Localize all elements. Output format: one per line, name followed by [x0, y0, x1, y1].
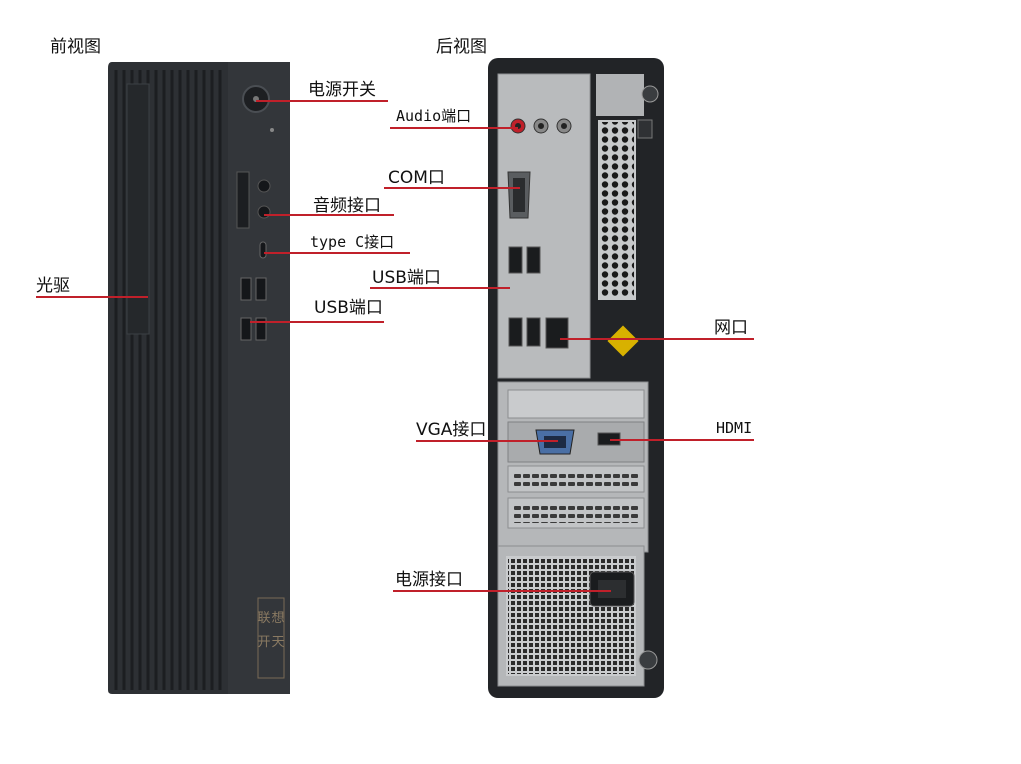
label-power-socket: 电源接口 — [395, 570, 463, 590]
rear-view-title: 后视图 — [436, 37, 487, 57]
svg-text:开: 开 — [257, 635, 270, 650]
leader-type-c — [264, 252, 410, 254]
front-ribs — [114, 70, 222, 690]
label-type-c: type C接口 — [310, 233, 395, 251]
optical-drive-bay — [126, 83, 150, 335]
front-audio-jack — [257, 179, 271, 193]
leader-rear-usb — [370, 287, 510, 289]
label-vga-port: VGA接口 — [416, 420, 487, 440]
leader-power-socket — [393, 590, 611, 592]
leader-audio-port — [390, 127, 518, 129]
front-io-panel — [228, 62, 290, 694]
leader-hdmi — [610, 439, 754, 441]
front-usb-ports — [240, 277, 267, 341]
leader-network-port — [560, 338, 754, 340]
brand-badge — [257, 597, 285, 679]
label-network-port: 网口 — [714, 318, 748, 338]
leader-com-port — [384, 187, 520, 189]
label-audio-jack: 音频接口 — [313, 196, 381, 216]
label-power-switch: 电源开关 — [308, 80, 376, 100]
label-optical-drive: 光驱 — [36, 276, 70, 296]
label-audio-port: Audio端口 — [396, 107, 472, 125]
lan-port — [545, 317, 569, 349]
svg-text:联: 联 — [257, 611, 270, 626]
rear-case — [488, 58, 664, 698]
leader-optical-drive — [36, 296, 148, 298]
leader-vga-port — [416, 440, 558, 442]
expansion-slot-1 — [507, 389, 645, 419]
svg-text:想: 想 — [271, 610, 284, 626]
front-view-title: 前视图 — [50, 37, 101, 57]
front-type-c-port — [259, 241, 267, 259]
svg-text:天: 天 — [271, 635, 284, 650]
label-com-port: COM口 — [388, 168, 445, 188]
front-case: 联想 开天 — [108, 62, 290, 694]
leader-front-usb — [250, 321, 384, 323]
leader-power-switch — [256, 100, 388, 102]
leader-audio-jack — [264, 214, 394, 216]
front-mic-jack — [257, 205, 271, 219]
label-hdmi: HDMI — [716, 419, 753, 437]
label-front-usb: USB端口 — [314, 298, 383, 318]
label-rear-usb: USB端口 — [372, 268, 441, 288]
gpu-bracket — [507, 421, 645, 463]
rear-usb-ports — [508, 246, 541, 347]
card-reader-slot — [236, 171, 250, 229]
